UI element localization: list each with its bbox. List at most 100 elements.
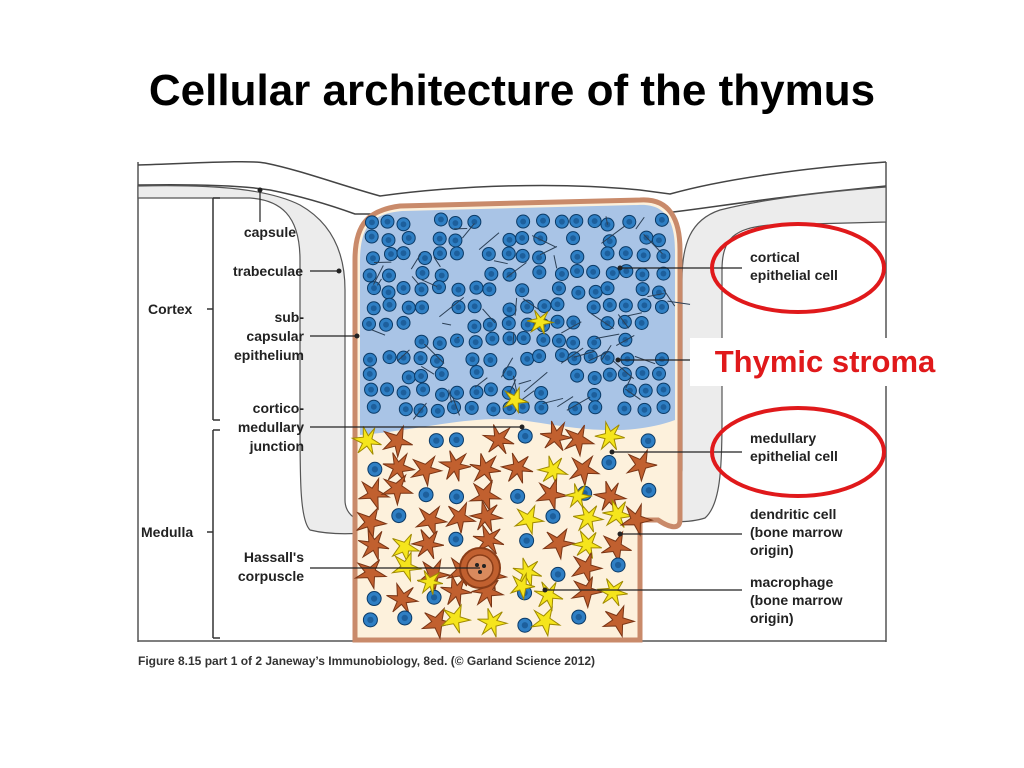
thymocyte-nucleus: [405, 235, 412, 241]
thymocyte-nucleus: [626, 387, 633, 394]
thymocyte-nucleus: [388, 251, 394, 257]
thymocyte-nucleus: [622, 302, 629, 309]
epithelial-network-line: [421, 365, 435, 375]
dendritic-cell: [572, 529, 603, 559]
thymocyte-nucleus: [384, 386, 390, 393]
dendritic-cell: [529, 606, 562, 638]
macrophage-label-2: (bone marrow: [750, 592, 843, 608]
epithelial-network-line: [376, 278, 382, 286]
thymocyte-nucleus: [400, 389, 407, 396]
thymocyte-nucleus: [574, 253, 581, 260]
thymocyte-nucleus: [570, 339, 577, 346]
medullary-epithelial-cell: [381, 424, 413, 459]
thymocyte-nucleus: [419, 304, 425, 311]
macrophage: [416, 570, 444, 595]
cortical-label-2: epithelial cell: [750, 267, 838, 283]
thymocyte-nucleus: [639, 286, 646, 293]
thymocyte-nucleus: [590, 304, 597, 311]
epithelial-network-line: [423, 343, 445, 364]
thymocyte-nucleus: [626, 218, 633, 225]
dendritic-cell: [350, 426, 382, 455]
thymocyte-nucleus: [642, 387, 649, 394]
thymocyte-nucleus: [420, 386, 426, 393]
thymocyte-nucleus: [519, 287, 526, 294]
thymocyte-nucleus: [524, 356, 531, 362]
thymocyte-nucleus: [486, 321, 493, 328]
epithelial-network-line: [590, 313, 614, 330]
thymocyte-nucleus: [524, 303, 531, 310]
cm-junction-label-1: cortico-: [253, 400, 305, 416]
medulla-label: Medulla: [141, 524, 193, 540]
thymocyte-nucleus: [386, 354, 393, 360]
thymocyte-nucleus: [506, 306, 513, 313]
medullary-epithelial-cell: [570, 552, 604, 585]
thymocyte-nucleus: [519, 403, 526, 410]
cortical-highlight-ellipse: [710, 222, 886, 314]
thymocyte-nucleus: [606, 238, 613, 245]
thymocyte-nucleus: [558, 218, 565, 225]
thymocyte-nucleus: [385, 289, 392, 296]
epithelial-network-line: [522, 298, 539, 310]
epithelial-network-line: [482, 308, 496, 324]
trabeculae-label: trabeculae: [233, 263, 303, 279]
thymocyte-nucleus: [471, 218, 478, 225]
thymocyte-nucleus: [506, 335, 513, 342]
epithelial-network-line: [500, 357, 514, 378]
thymocyte-nucleus: [469, 356, 476, 363]
thymocyte-nucleus: [386, 272, 392, 279]
medullary-epithelial-cell: [568, 454, 601, 488]
thymocyte-nucleus: [538, 390, 545, 396]
thymocyte-nucleus: [505, 320, 512, 327]
thymocyte-nucleus: [520, 218, 527, 225]
epithelial-network-line: [643, 234, 663, 255]
epithelial-network-line: [588, 351, 610, 362]
medullary-epithelial-cell: [380, 473, 415, 507]
left-annotations: capsule trabeculae sub- capsular epithel…: [233, 187, 525, 584]
epithelial-network-line: [448, 389, 453, 403]
epithelial-network-line: [539, 246, 558, 256]
epithelial-network-line: [512, 375, 518, 394]
thymocyte-nucleus: [574, 372, 581, 379]
medullary-epithelial-cell: [541, 527, 577, 561]
medullary-epithelial-cell: [353, 559, 388, 591]
thymocyte-nucleus: [639, 271, 646, 278]
dendritic-cell: [477, 608, 509, 638]
epithelial-network-line: [411, 276, 420, 286]
dendritic-cell: [594, 420, 625, 451]
thymocyte-nucleus: [422, 491, 430, 498]
thymocyte-nucleus: [524, 321, 531, 328]
epithelial-network-line: [647, 293, 664, 298]
thymocyte-nucleus: [604, 355, 611, 361]
thymocyte-nucleus: [554, 571, 562, 578]
thymocyte-nucleus: [370, 595, 378, 602]
dendritic-cell: [440, 603, 473, 634]
thymocyte-nucleus: [490, 406, 497, 413]
thymocyte-nucleus: [590, 268, 597, 275]
epithelial-network-line: [474, 377, 488, 388]
epithelial-network-line: [625, 376, 633, 389]
thymocyte-nucleus: [592, 404, 599, 411]
thymic-stroma-callout: Thymic stroma: [690, 338, 960, 386]
medullary-epithelial-cell: [499, 452, 534, 484]
thymocyte-nucleus: [430, 594, 438, 601]
epithelial-network-line: [531, 235, 557, 248]
thymocyte-nucleus: [575, 613, 582, 621]
epithelial-network-line: [518, 379, 532, 385]
thymocyte-nucleus: [659, 304, 665, 310]
cortex-label: Cortex: [148, 301, 193, 317]
epithelial-network-line: [617, 314, 630, 329]
thymocyte-nucleus: [660, 386, 667, 393]
thymocyte-nucleus: [536, 254, 542, 261]
macrophage-label-1: macrophage: [750, 574, 833, 590]
thymocyte-nucleus: [570, 235, 576, 242]
thymocyte-nucleus: [621, 405, 628, 412]
thymocyte-nucleus: [402, 406, 409, 413]
thymocyte-nucleus: [418, 286, 425, 293]
thymocyte-nucleus: [521, 622, 529, 629]
thymocyte-nucleus: [554, 301, 561, 308]
thymocyte-nucleus: [471, 323, 478, 330]
dendritic-cell: [596, 578, 628, 607]
thymocyte-nucleus: [644, 437, 652, 445]
epithelial-network-line: [442, 322, 452, 326]
medullary-highlight-ellipse: [710, 406, 886, 498]
